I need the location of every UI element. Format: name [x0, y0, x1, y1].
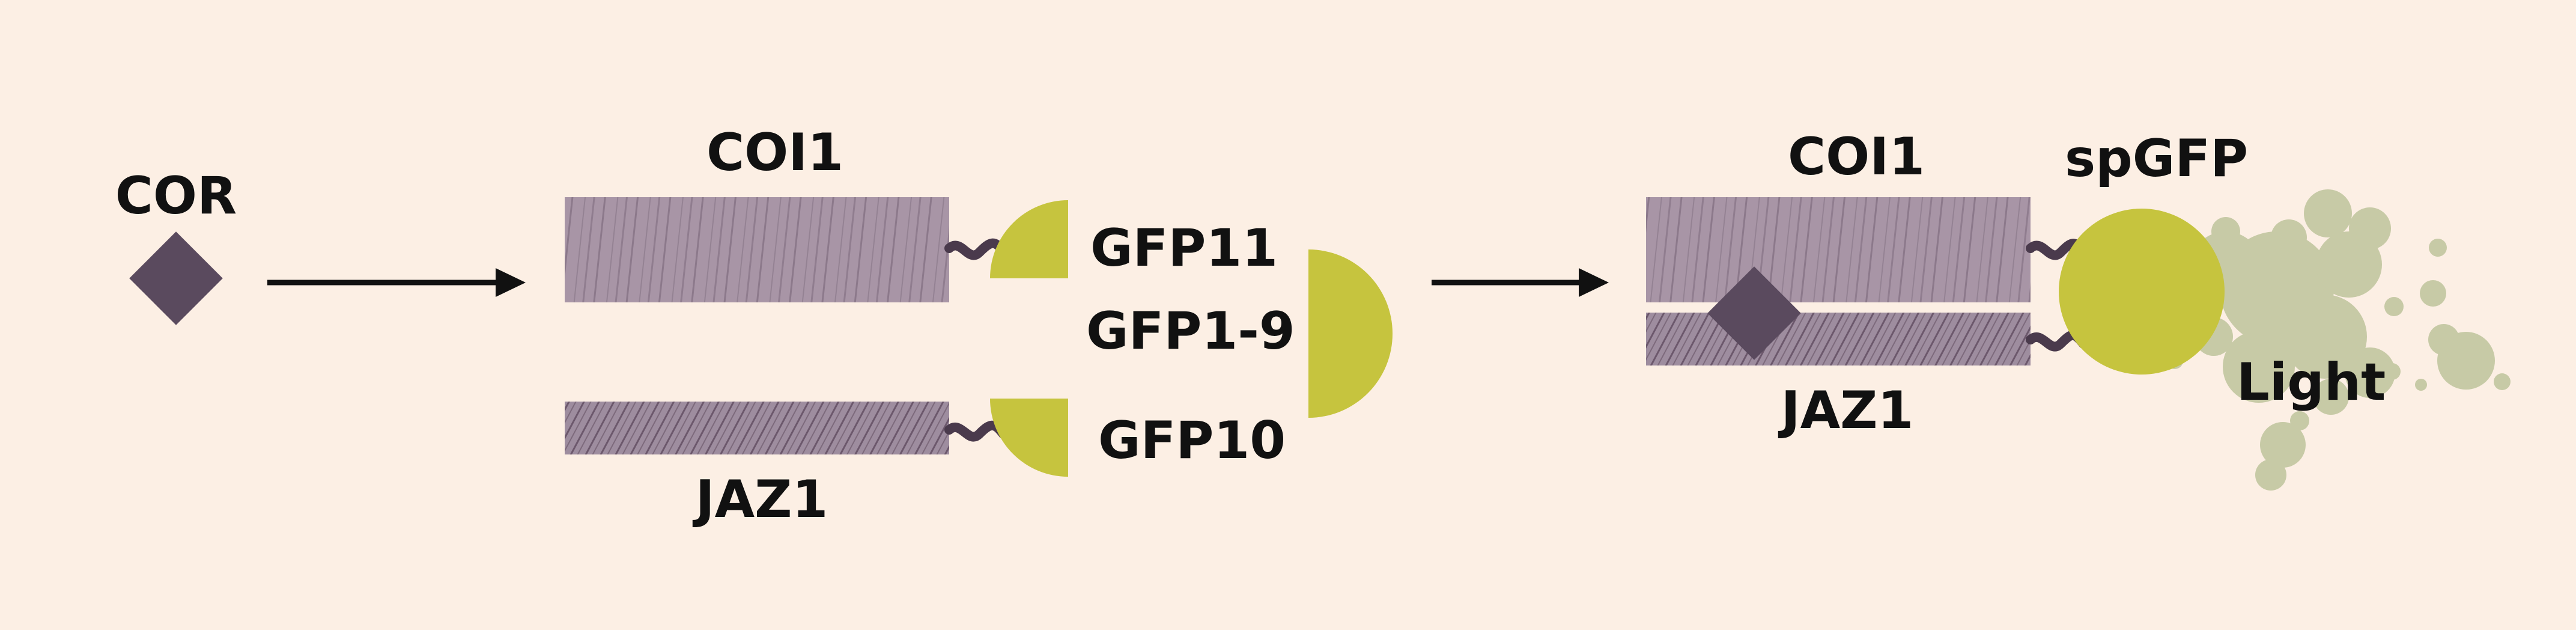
gfp10-label: GFP10 — [1098, 411, 1286, 471]
spgfp-reconstituted-icon — [2059, 209, 2225, 375]
jaz1-label: JAZ1 — [693, 469, 828, 530]
spgfp-label: spGFP — [2065, 129, 2248, 189]
coi1-label: COI1 — [706, 123, 843, 183]
gfp1-9-fragment-icon — [1308, 249, 1393, 418]
gfp11-fragment-icon — [990, 200, 1068, 278]
jaz1-protein — [565, 402, 949, 454]
coi1-complex-label: COI1 — [1788, 127, 1925, 187]
coi1-protein — [565, 197, 949, 302]
jaz1-complex-label: JAZ1 — [1778, 381, 1914, 441]
gfp10-fragment-icon — [990, 399, 1068, 477]
cor-molecule-icon — [129, 231, 223, 325]
gfp1-9-label: GFP1-9 — [1086, 301, 1295, 361]
gfp11-label: GFP11 — [1090, 218, 1278, 278]
reaction-arrow-1 — [267, 268, 526, 297]
coi1-linker — [944, 238, 1008, 260]
reaction-arrow-2 — [1432, 268, 1609, 297]
light-label: Light — [2237, 352, 2386, 412]
jaz1-linker — [944, 420, 1008, 442]
light-glow-icon — [2166, 189, 2511, 491]
cor-bound-icon — [1707, 266, 1801, 360]
coi1-complex-protein — [1646, 197, 2031, 302]
cor-label: COR — [115, 166, 237, 226]
jaz1-complex-protein — [1646, 313, 2031, 365]
